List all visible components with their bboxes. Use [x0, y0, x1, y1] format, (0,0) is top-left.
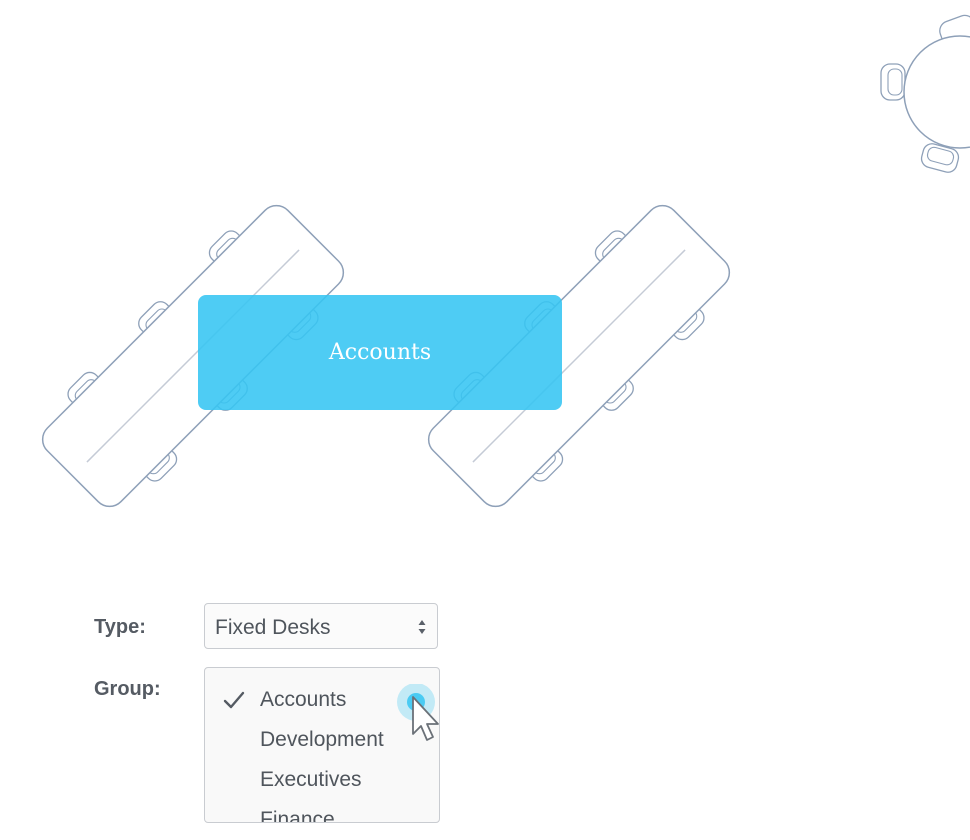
- type-label: Type:: [94, 616, 146, 638]
- up-down-arrows-icon: [418, 620, 426, 634]
- floor-plan-canvas[interactable]: [0, 0, 970, 560]
- group-option-label: Finance: [260, 808, 335, 823]
- round-table[interactable]: [880, 13, 970, 175]
- group-option-development[interactable]: Development: [205, 720, 439, 760]
- group-option-finance[interactable]: Finance: [205, 800, 439, 823]
- group-option-accounts[interactable]: Accounts: [205, 680, 439, 720]
- check-icon: [223, 691, 245, 709]
- group-banner-label: Accounts: [328, 340, 432, 365]
- group-label: Group:: [94, 678, 161, 700]
- group-option-executives[interactable]: Executives: [205, 760, 439, 800]
- group-option-label: Accounts: [260, 688, 347, 711]
- type-select-value: Fixed Desks: [215, 616, 331, 639]
- group-option-label: Executives: [260, 768, 362, 791]
- group-listbox[interactable]: Accounts Development Executives Finance: [204, 667, 440, 823]
- group-option-label: Development: [260, 728, 384, 751]
- pointer-cursor-icon: [397, 684, 439, 741]
- type-select[interactable]: Fixed Desks: [204, 603, 438, 649]
- group-banner[interactable]: Accounts: [198, 295, 562, 410]
